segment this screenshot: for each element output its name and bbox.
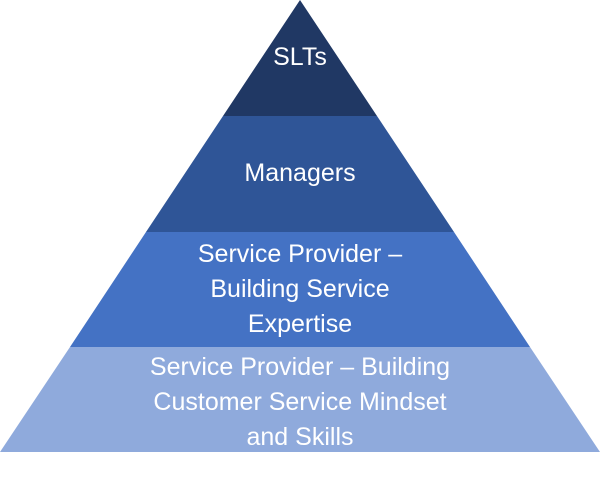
tier-slts-line: SLTs xyxy=(273,43,327,71)
tier-customer-service-label: Service Provider – Building Customer Ser… xyxy=(0,350,600,455)
tier-customer-service-line-2: Customer Service Mindset xyxy=(153,388,447,416)
tier-service-expertise-line-1: Service Provider – xyxy=(197,240,403,268)
tier-service-expertise-shape xyxy=(70,232,530,347)
tier-customer-service-shape xyxy=(0,347,600,452)
tier-managers-line: Managers xyxy=(244,159,356,187)
tier-managers-shape xyxy=(146,116,454,232)
tier-service-expertise-line-3: Expertise xyxy=(247,310,353,338)
tier-service-expertise-label: Service Provider – Building Service Expe… xyxy=(0,237,600,342)
tier-customer-service-line-1: Service Provider – Building xyxy=(149,353,451,381)
tier-slts-label: SLTs xyxy=(0,40,600,75)
tier-service-expertise-line-2: Building Service xyxy=(210,275,390,303)
tier-managers-label: Managers xyxy=(0,156,600,191)
tier-slts-shape xyxy=(223,0,377,116)
tier-customer-service-line-3: and Skills xyxy=(246,423,354,451)
